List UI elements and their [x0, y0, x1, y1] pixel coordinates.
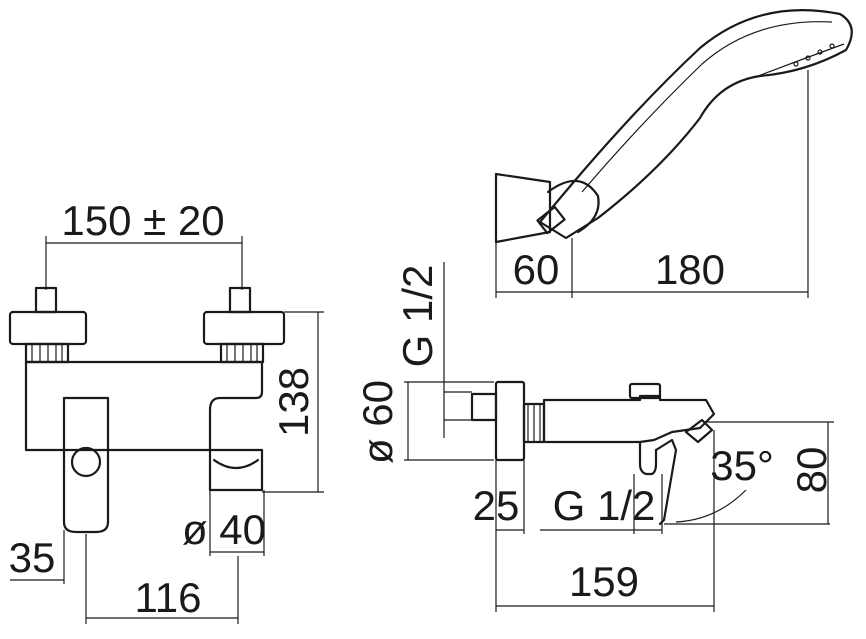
dim-body-diameter-line [404, 381, 494, 461]
dim-handset-180: 180 [655, 246, 725, 293]
inlet-nipple [470, 392, 498, 422]
shower-head-face [757, 43, 845, 77]
hand-shower [538, 9, 853, 240]
dim-depth-25: 25 [473, 482, 520, 529]
side-view: G 1/2 ø 60 35° 80 [354, 262, 835, 612]
hand-shower-edge [581, 21, 833, 193]
dim-138-line [262, 311, 324, 493]
wall-flange [494, 380, 526, 462]
dim-thread-top: G 1/2 [394, 265, 441, 368]
spout-side [638, 440, 658, 476]
dim-25-line [495, 460, 525, 612]
handle-cap [70, 446, 102, 478]
dim-159-line [496, 430, 715, 612]
dim-projection-159: 159 [569, 558, 639, 605]
hose-nut [536, 205, 566, 235]
dim-35-line [10, 530, 65, 584]
dim-handset-60: 60 [513, 246, 560, 293]
dim-height-body: 138 [270, 367, 317, 437]
dim-spout-diameter: ø 40 [182, 506, 266, 553]
dim-center-distance: 150 ± 20 [61, 197, 224, 244]
front-view: 150 ± 20 [9, 197, 324, 624]
dim-body-diameter: ø 60 [354, 380, 401, 464]
spout [208, 448, 264, 492]
diverter-knob [628, 382, 662, 400]
dim-150-line [45, 236, 243, 290]
mixer-body [24, 360, 264, 452]
angle-arc [675, 489, 747, 523]
dim-thread-bottom: G 1/2 [553, 482, 656, 529]
dim-thread-top-line [443, 262, 472, 438]
dim-height-80: 80 [788, 447, 835, 494]
dim-116-line [85, 534, 239, 624]
lever-handle [62, 396, 110, 534]
left-connector [8, 286, 88, 364]
handset-view: 60 180 [494, 9, 853, 298]
dim-80-line [704, 421, 834, 524]
dim-40-line [209, 490, 265, 556]
spout-outlet [212, 458, 260, 470]
lever-tip [684, 418, 714, 444]
spout-outlet-side [654, 438, 678, 526]
dim-thread-bottom-line [540, 474, 663, 534]
dim-angle: 35° [710, 442, 774, 489]
right-connector [202, 286, 286, 364]
dim-handset-lines [495, 70, 809, 298]
dim-offset-left: 35 [9, 534, 56, 581]
wall-bracket [494, 172, 552, 244]
dim-width-front: 116 [135, 574, 202, 621]
